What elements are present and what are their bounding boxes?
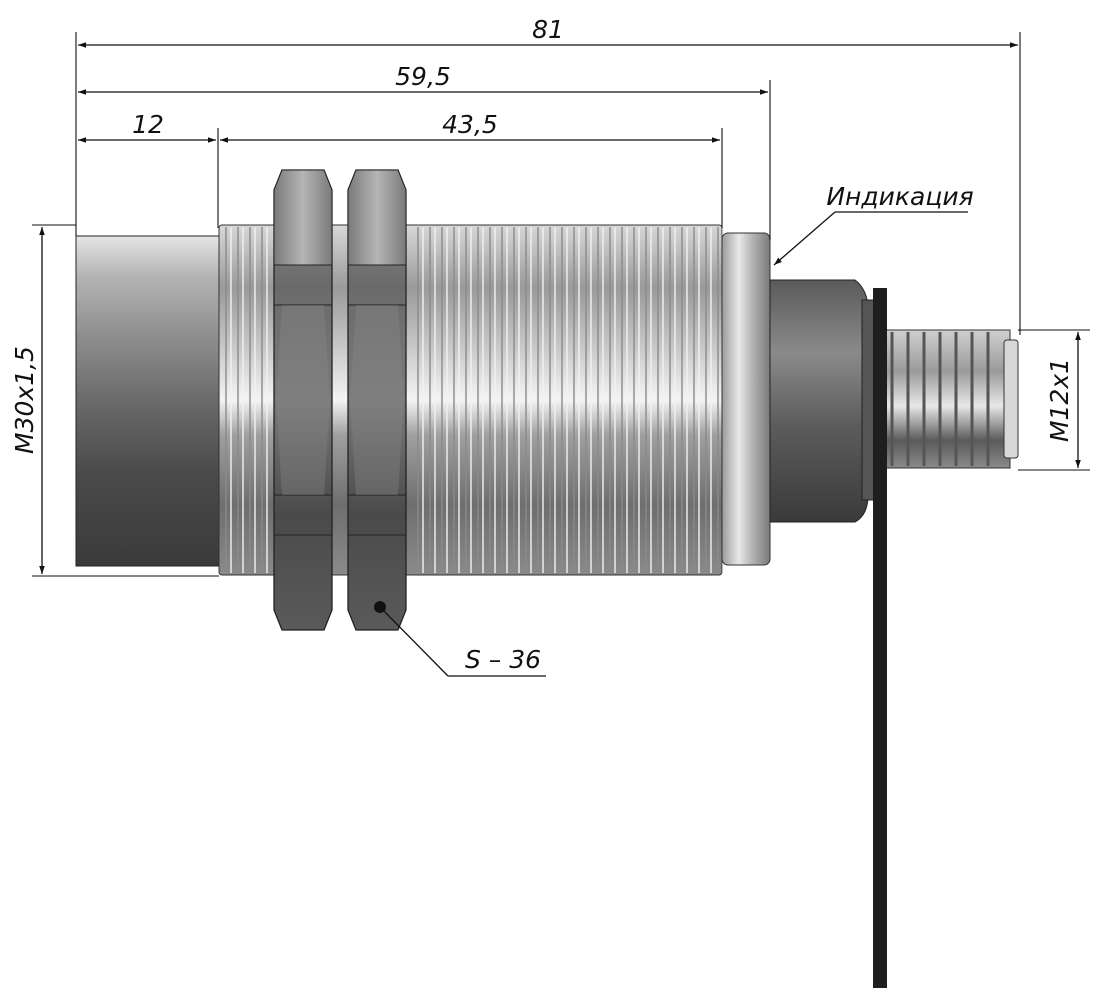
- threaded-body: [218, 224, 724, 576]
- dim-thread-length: 43,5: [442, 110, 498, 139]
- thread-ribs: [225, 227, 724, 573]
- connector-ribs: [890, 332, 990, 466]
- label-indication: Индикация: [826, 182, 973, 211]
- label-wrench-size: S – 36: [465, 645, 541, 674]
- connector: [885, 329, 1019, 469]
- dim-connector-thread: M12x1: [1045, 358, 1074, 442]
- leader-indication: Индикация: [773, 182, 974, 266]
- cable: [873, 288, 887, 988]
- rear-cap: [769, 279, 869, 523]
- extension-lines: [32, 32, 1090, 577]
- leader-wrench-size: S – 36: [374, 601, 546, 677]
- lock-nut-right: [347, 169, 407, 631]
- dim-sensing-face: 12: [132, 110, 164, 139]
- dim-body-thread: M30x1,5: [10, 346, 39, 454]
- indicator-ring: [721, 232, 771, 566]
- lock-nut-left: [273, 169, 333, 631]
- dim-overall-length: 81: [532, 15, 564, 44]
- sensing-face-body: [75, 235, 220, 567]
- dim-to-indicator: 59,5: [395, 62, 451, 91]
